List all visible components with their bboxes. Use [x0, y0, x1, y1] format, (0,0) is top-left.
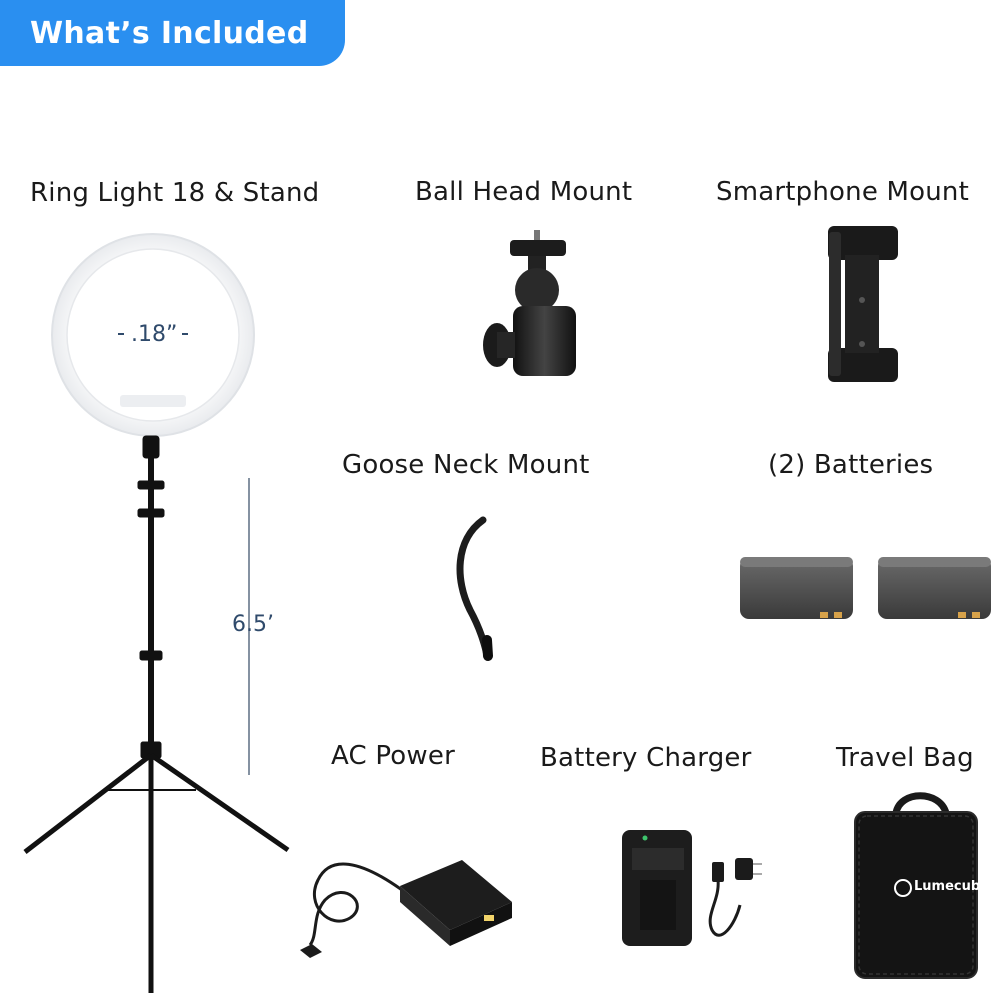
label-travel-bag: Travel Bag: [836, 743, 974, 773]
stand-height-label: 6.5’: [232, 612, 274, 637]
ball-head-mount: [483, 230, 576, 376]
bag-brand-label: Lumecube: [914, 879, 989, 894]
goose-neck-mount: [456, 516, 493, 661]
smartphone-mount: [828, 226, 898, 382]
label-batteries: (2) Batteries: [768, 450, 934, 480]
ring-light: [51, 233, 255, 437]
label-ring-light-stand: Ring Light 18 & Stand: [30, 178, 320, 208]
label-ball-head-mount: Ball Head Mount: [415, 177, 633, 207]
label-battery-charger: Battery Charger: [540, 743, 752, 773]
label-ac-power: AC Power: [331, 741, 455, 771]
label-smartphone-mount: Smartphone Mount: [716, 177, 969, 207]
light-stand: [23, 435, 290, 993]
ac-power-adapter: [300, 860, 512, 958]
section-title: What’s Included: [30, 15, 309, 51]
travel-bag: [854, 792, 978, 979]
label-goose-neck-mount: Goose Neck Mount: [342, 450, 590, 480]
ring-diameter-label: .18”: [131, 322, 178, 347]
section-badge: What’s Included: [0, 0, 345, 66]
batteries: [740, 557, 991, 619]
battery-charger: [622, 830, 762, 946]
